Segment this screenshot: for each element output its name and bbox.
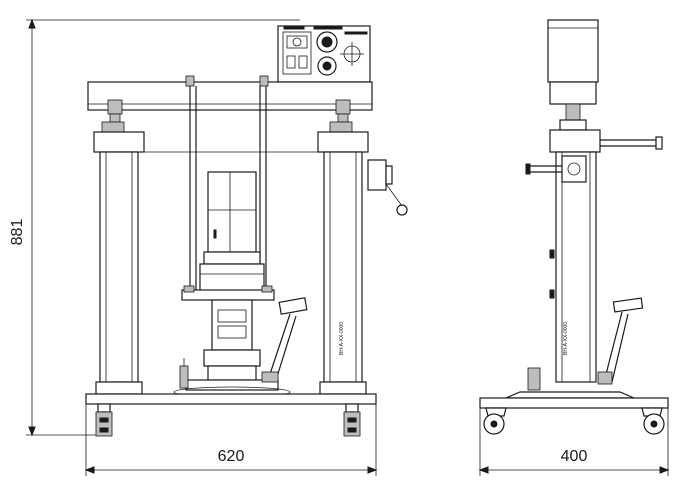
right-column: BH-A-XX-0000: [317, 131, 369, 395]
side-column: [555, 151, 597, 383]
side-column-head: [549, 129, 601, 153]
height-dimension: 881: [9, 18, 300, 437]
side-column-plate: BH-A-XX-0000: [563, 322, 569, 355]
side-valve: [367, 159, 408, 216]
left-column: [93, 131, 145, 395]
side-view: BH-A-XX-0000: [479, 19, 669, 435]
pump-assembly: [173, 171, 291, 398]
height-dimension-label: 881: [9, 219, 26, 246]
front-base-plate: [85, 393, 377, 405]
side-width-dimension: 400: [478, 408, 670, 476]
side-caster-right: [641, 407, 665, 435]
side-width-label: 400: [561, 448, 588, 465]
side-base-plate: [479, 397, 669, 409]
front-view: BH-A-XX-0000: [85, 25, 408, 437]
side-caster-left: [483, 407, 507, 435]
front-column-plate: BH-A-XX-0000: [339, 322, 345, 355]
front-width-label: 620: [218, 448, 245, 465]
top-crossbar: [87, 81, 373, 111]
side-control-box: [547, 19, 599, 83]
lever-handle: [261, 297, 308, 383]
front-width-dimension: 620: [84, 404, 378, 476]
front-caster-left: [95, 403, 113, 437]
front-caster-right: [343, 403, 361, 437]
control-box: [277, 25, 371, 83]
